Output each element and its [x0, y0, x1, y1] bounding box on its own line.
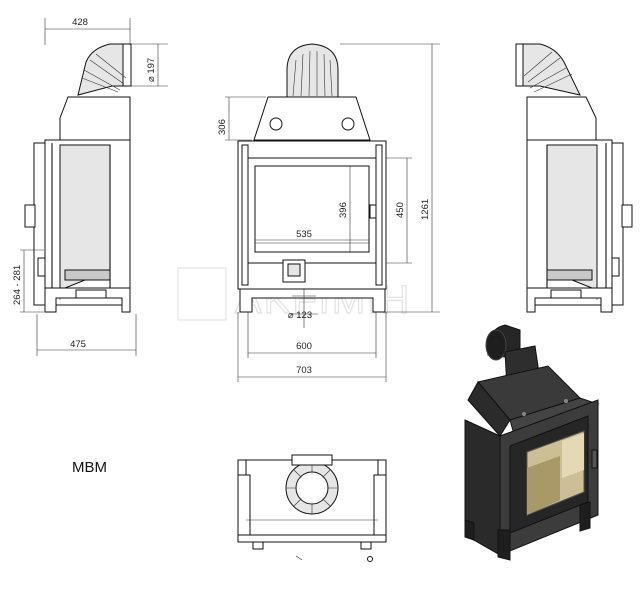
dim-glass-width: 535: [296, 229, 312, 240]
dim-side-width: 475: [70, 339, 86, 350]
dim-total-width: 703: [296, 365, 312, 376]
dim-leg-height: 264 - 281: [12, 265, 23, 305]
dims-front: 306 1261 450 396 535 ⌀ 123 600 703: [217, 43, 440, 382]
dim-body-width: 600: [296, 341, 312, 352]
dim-glass-height: 396: [338, 202, 349, 218]
dim-side-depth: 428: [72, 17, 88, 28]
dim-flue-diameter: ⌀ 197: [146, 58, 157, 82]
front-view: [237, 43, 387, 328]
dim-top-height: 306: [217, 119, 228, 135]
dim-total-height: 1261: [420, 199, 431, 220]
side-view-right: [515, 43, 633, 313]
dims-left: 428 ⌀ 197 264 - 281 475: [12, 17, 168, 356]
side-view-left: [24, 43, 132, 313]
fireplace-3d-render: [464, 324, 600, 561]
dim-door-height: 450: [395, 202, 406, 218]
model-label: MBM: [72, 459, 107, 476]
dim-air-inlet: ⌀ 123: [288, 310, 312, 321]
top-view: [237, 454, 387, 562]
